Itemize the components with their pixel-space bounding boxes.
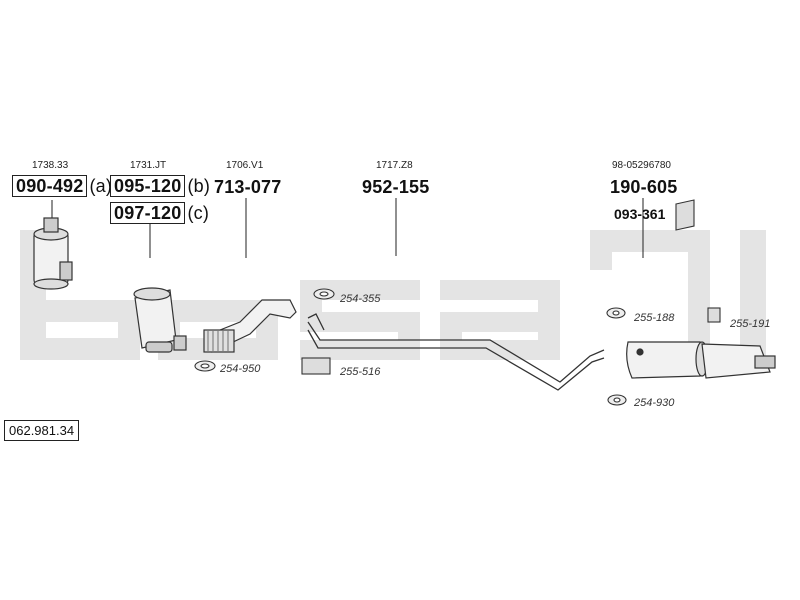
- rear-silencer-drawing: [626, 341, 776, 379]
- ref-label-6: 98-05296780: [612, 160, 671, 171]
- ref-label-2: 1731.JT: [130, 160, 167, 171]
- part-number-2[interactable]: 095-120(b): [110, 175, 211, 197]
- part-number-3-box[interactable]: 097-120: [110, 202, 186, 224]
- part-number-3[interactable]: 097-120(c): [110, 202, 210, 224]
- hardware-drawings: [194, 199, 721, 406]
- ref-label-5: 1717.Z8: [376, 160, 413, 171]
- part-number-1-box[interactable]: 090-492: [12, 175, 88, 197]
- catalytic-converter-drawing: [133, 287, 187, 353]
- hardware-label-5[interactable]: 255-191: [730, 318, 771, 330]
- part-variant-2: (b): [187, 176, 211, 196]
- part-variant-1: (a): [89, 176, 113, 196]
- ref-label-1: 1738.33: [32, 160, 69, 171]
- middle-pipe-drawing: [307, 313, 605, 391]
- part-number-2-box[interactable]: 095-120: [110, 175, 186, 197]
- hardware-label-4[interactable]: 255-188: [634, 312, 675, 324]
- part-number-4[interactable]: 713-077: [214, 177, 282, 197]
- mount-part-number[interactable]: 093-361: [614, 206, 666, 222]
- diagram-reference-number: 062.981.34: [4, 420, 80, 441]
- flex-pipe-drawing: [203, 299, 297, 353]
- part-number-6[interactable]: 190-605: [610, 177, 678, 197]
- hardware-label-2[interactable]: 254-950: [220, 363, 261, 375]
- part-number-5[interactable]: 952-155: [362, 177, 430, 197]
- part-number-1[interactable]: 090-492(a): [12, 175, 113, 197]
- hardware-label-3[interactable]: 255-516: [340, 366, 381, 378]
- ref-label-4: 1706.V1: [226, 160, 264, 171]
- hardware-label-6[interactable]: 254-930: [634, 397, 675, 409]
- hardware-label-1[interactable]: 254-355: [340, 293, 381, 305]
- part-variant-3: (c): [187, 203, 210, 223]
- dpf-unit-drawing: [33, 217, 73, 290]
